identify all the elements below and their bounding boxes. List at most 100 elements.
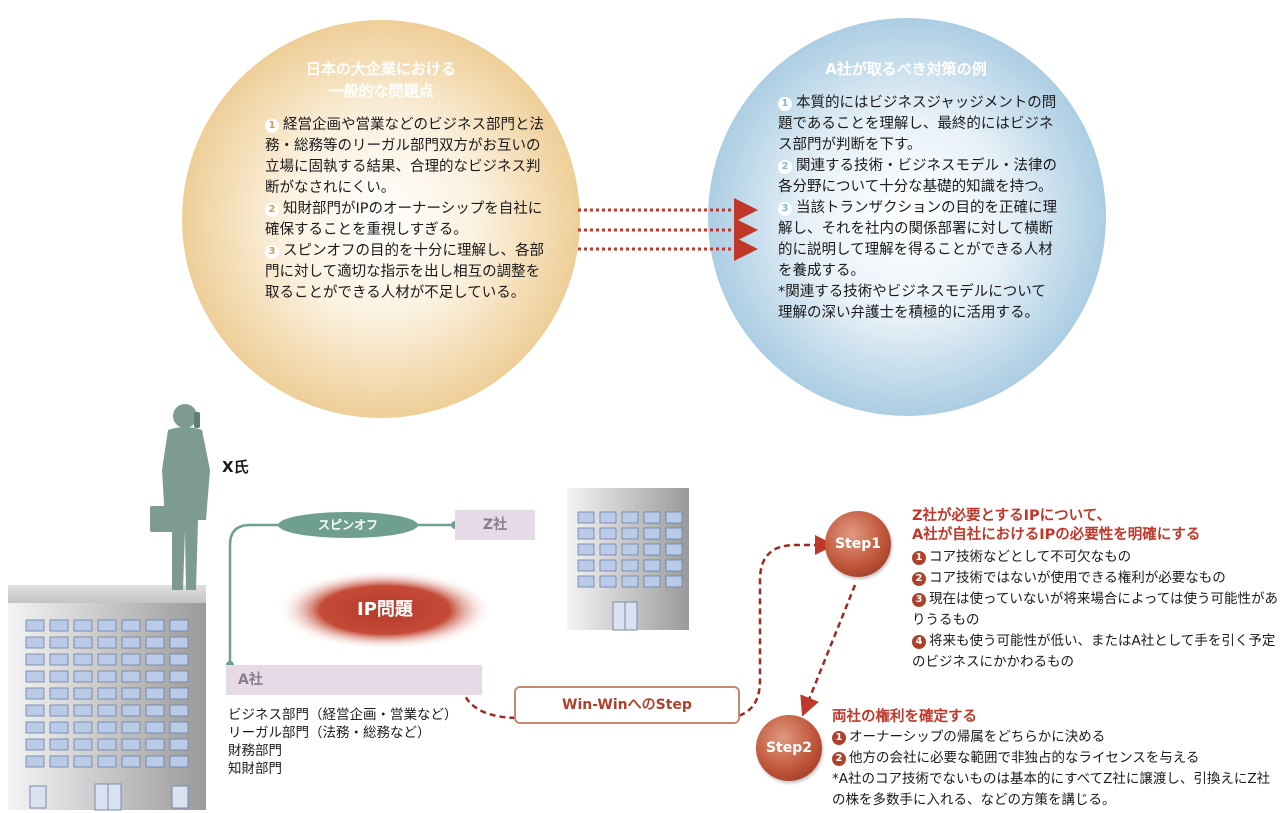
step-arrow — [800, 584, 857, 717]
building-window — [121, 619, 141, 632]
building-window — [599, 543, 617, 556]
building-window — [49, 755, 69, 768]
building-window — [97, 721, 117, 734]
countermeasure-note: *関連する技術やビジネスモデルについて理解の深い弁護士を積極的に活用する。 — [778, 284, 1046, 321]
a-company-building — [8, 585, 206, 811]
step2-note: *A社のコア技術でないものは基本的にすべてZ社に譲渡し、引換えにZ社の株を多数手… — [832, 771, 1271, 808]
building-window — [169, 653, 189, 666]
building-window — [97, 738, 117, 751]
building-window — [97, 704, 117, 717]
building-window — [643, 511, 661, 524]
building-window — [145, 670, 165, 683]
number-badge-icon: 3 — [912, 593, 926, 607]
building-window — [643, 543, 661, 556]
building-window — [49, 721, 69, 734]
building-window — [145, 687, 165, 700]
number-badge-icon: 2 — [265, 203, 279, 217]
department-item: 知財部門 — [228, 761, 282, 777]
department-item: 財務部門 — [228, 743, 282, 759]
building-window — [577, 575, 595, 588]
building-window — [121, 636, 141, 649]
number-badge-icon: 1 — [832, 731, 846, 745]
building-window — [577, 511, 595, 524]
building-window — [621, 559, 639, 572]
building-window — [599, 511, 617, 524]
connector-line — [228, 523, 455, 665]
building-window — [73, 619, 93, 632]
building-window — [73, 755, 93, 768]
building-window — [97, 755, 117, 768]
number-badge-icon: 3 — [778, 202, 792, 216]
building-window — [169, 670, 189, 683]
step1-item-text: 現在は使っていないが将来場合によっては使う可能性がありうるもの — [912, 591, 1278, 628]
building-window — [169, 704, 189, 717]
spinoff-label: スピンオフ — [317, 518, 378, 532]
building-window — [145, 721, 165, 734]
building-window — [145, 619, 165, 632]
a-company-departments: ビジネス部門（経営企画・営業など） リーガル部門（法務・総務など） 財務部門 知… — [228, 706, 458, 778]
ip-issue-label: IP問題 — [357, 599, 413, 620]
building-window — [145, 738, 165, 751]
building-window — [49, 687, 69, 700]
building-roof — [8, 585, 206, 603]
building-window — [25, 721, 45, 734]
building-window — [97, 670, 117, 683]
building-window — [577, 527, 595, 540]
building-window — [97, 687, 117, 700]
step1-title-line-2: A社が自社におけるIPの必要性を明確にする — [912, 527, 1201, 543]
building-window — [145, 755, 165, 768]
countermeasure-text: 当該トランザクションの目的を正確に理解し、それを社内の関係部署に対して横断的に説… — [778, 200, 1057, 279]
building-window — [621, 575, 639, 588]
building-window — [643, 575, 661, 588]
building-window — [643, 559, 661, 572]
building-window — [121, 738, 141, 751]
building-window — [145, 653, 165, 666]
building-window — [73, 704, 93, 717]
building-windows — [577, 511, 683, 588]
building-window — [49, 619, 69, 632]
problems-title: 日本の大企業における 一般的な問題点 — [251, 58, 511, 102]
problems-circle — [182, 20, 580, 418]
building-window — [169, 738, 189, 751]
building-window — [169, 636, 189, 649]
number-badge-icon: 2 — [778, 160, 792, 174]
building-window — [665, 575, 683, 588]
building-window — [169, 721, 189, 734]
building-window — [73, 687, 93, 700]
building-window — [577, 559, 595, 572]
building-window — [145, 636, 165, 649]
transition-arrows — [578, 198, 758, 261]
building-window — [73, 721, 93, 734]
building-window — [49, 653, 69, 666]
building-side-door — [29, 785, 47, 809]
building-window — [665, 511, 683, 524]
step2-badge: Step2 — [756, 715, 822, 781]
building-window — [73, 738, 93, 751]
building-side-door — [171, 785, 189, 809]
building-window — [25, 636, 45, 649]
building-window — [25, 704, 45, 717]
building-window — [49, 636, 69, 649]
step1-badge: Step1 — [825, 511, 891, 577]
countermeasures-title: A社が取るべき対策の例 — [825, 60, 987, 78]
building-window — [25, 755, 45, 768]
person-label: X氏 — [222, 458, 249, 476]
building-window — [599, 527, 617, 540]
building-window — [25, 653, 45, 666]
building-window — [169, 755, 189, 768]
department-item: リーガル部門（法務・総務など） — [228, 725, 431, 741]
businessman-icon — [150, 404, 210, 590]
building-window — [577, 543, 595, 556]
building-window — [97, 653, 117, 666]
